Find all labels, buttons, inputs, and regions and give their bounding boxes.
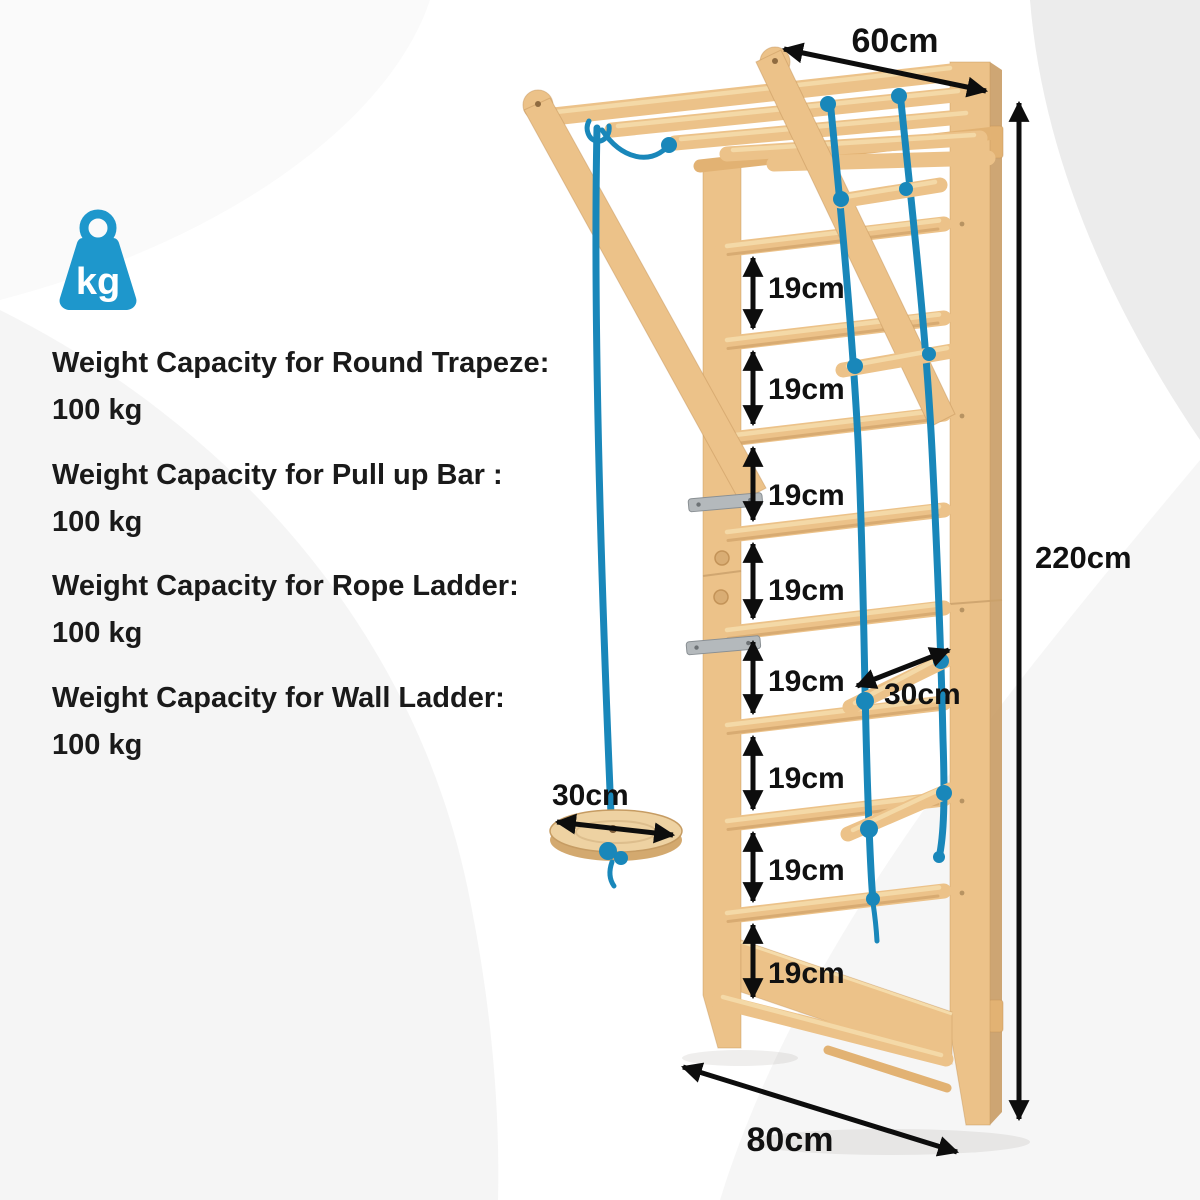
dimension-label-total-height: 220cm <box>1035 540 1132 575</box>
rope-rung-width-arrow <box>855 647 951 689</box>
base-width-arrow <box>680 1062 960 1157</box>
capacity-value: 100 kg <box>52 394 143 426</box>
capacity-title: Weight Capacity for Pull up Bar : <box>52 459 503 491</box>
capacity-value: 100 kg <box>52 729 143 761</box>
rope-ladder <box>820 88 960 944</box>
capacity-rope-ladder: Weight Capacity for Rope Ladder: 100 kg <box>52 563 519 657</box>
dimension-label-trapeze-diameter: 30cm <box>552 779 629 812</box>
rung-spacing-label-5: 19cm <box>768 665 845 698</box>
top-width-arrow <box>781 42 989 98</box>
capacity-value: 100 kg <box>52 506 143 538</box>
weight-badge-label: kg <box>76 261 120 303</box>
capacity-title: Weight Capacity for Wall Ladder: <box>52 682 505 714</box>
rung-spacing-label-3: 19cm <box>768 479 845 512</box>
rung-spacing-label-6: 19cm <box>768 762 845 795</box>
dimension-label-rope-rung-width: 30cm <box>884 678 961 711</box>
rung-spacing-label-8: 19cm <box>768 957 845 990</box>
wall-ladder-rungs <box>714 216 952 925</box>
dimension-label-top-width: 60cm <box>851 22 939 60</box>
trapeze-diameter-arrow <box>554 813 676 844</box>
capacity-pull-up-bar: Weight Capacity for Pull up Bar : 100 kg <box>52 452 503 546</box>
capacity-value: 100 kg <box>52 617 143 649</box>
capacity-title: Weight Capacity for Rope Ladder: <box>52 570 519 602</box>
capacity-round-trapeze: Weight Capacity for Round Trapeze: 100 k… <box>52 340 549 434</box>
base-assembly <box>710 939 954 1093</box>
weight-kg-icon: kg <box>59 209 137 310</box>
wall-mount-bracket <box>685 635 762 656</box>
dimension-label-base-width: 80cm <box>746 1121 834 1159</box>
dimension-arrows <box>554 42 1030 1157</box>
rung-spacing-label-2: 19cm <box>768 373 845 406</box>
capacity-wall-ladder: Weight Capacity for Wall Ladder: 100 kg <box>52 675 505 769</box>
rung-spacing-label-1: 19cm <box>768 272 845 305</box>
capacity-title: Weight Capacity for Round Trapeze: <box>52 347 550 379</box>
rung-spacing-label-4: 19cm <box>768 574 845 607</box>
rung-spacing-label-7: 19cm <box>768 854 845 887</box>
